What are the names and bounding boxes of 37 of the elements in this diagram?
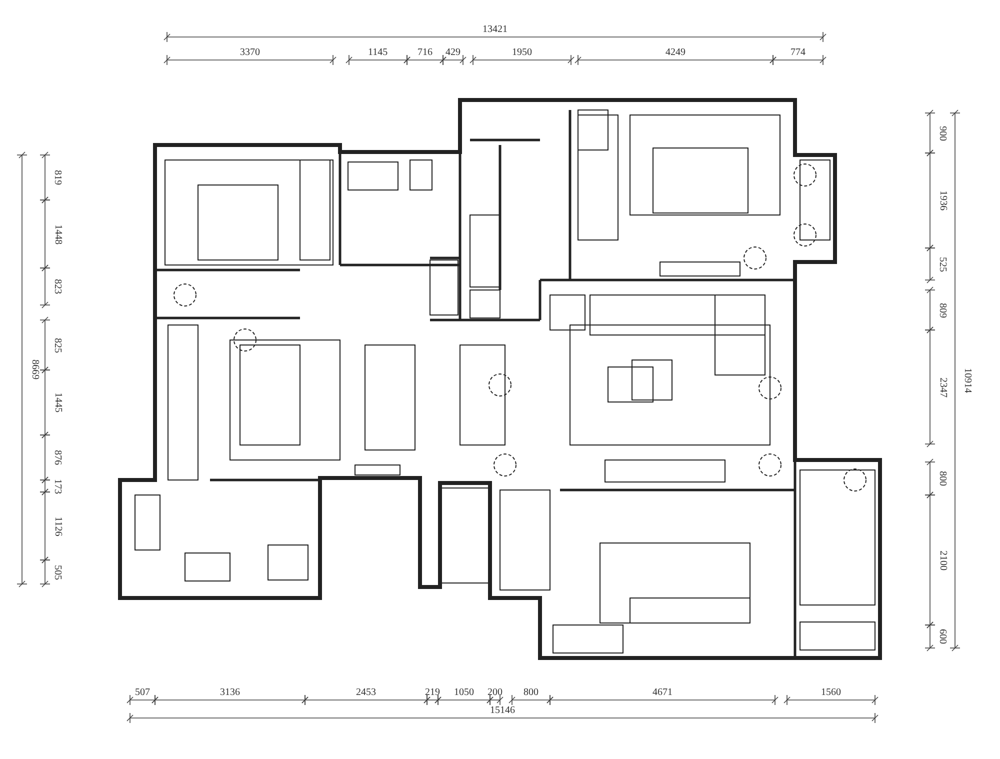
dimension-label: 525 (937, 256, 948, 272)
dimension-label: 4249 (666, 47, 686, 58)
dimension-label: 800 (937, 471, 948, 486)
dimension-label: 1145 (368, 47, 388, 58)
dimension-label: 600 (937, 629, 948, 644)
dimension-label: 2100 (937, 550, 948, 570)
dimension-label: 900 (937, 126, 948, 140)
dimension-label: 825 (52, 338, 63, 352)
dimension-label: 1126 (52, 516, 63, 536)
dimension-label: 809 (937, 302, 948, 318)
dimension-label: 774 (790, 47, 806, 58)
dimension-label: 823 (52, 279, 63, 294)
dimension-label: 507 (135, 687, 150, 698)
dimension-label: 219 (425, 687, 440, 698)
dimension-label: 8669 (29, 360, 40, 380)
dimension-label: 429 (446, 47, 460, 58)
dimension-label: 1560 (821, 687, 841, 698)
dimension-label: 1050 (454, 687, 474, 698)
dimension-label: 3370 (240, 47, 260, 58)
dimension-label: 13421 (482, 24, 508, 35)
dimension-label: 1445 (52, 392, 63, 412)
dimension-label: 10914 (962, 368, 973, 393)
dimension-label: 505 (52, 564, 63, 580)
dimension-label: 1936 (937, 190, 948, 210)
dimension-label: 1448 (52, 224, 63, 244)
dimension-label: 173 (52, 478, 63, 494)
dimension-label: 200 (488, 687, 502, 698)
dimension-label: 15146 (490, 705, 515, 716)
dimension-label: 716 (418, 47, 432, 58)
dimension-label: 2453 (356, 687, 376, 698)
dimension-label: 2347 (937, 377, 948, 397)
dimension-label: 876 (52, 450, 63, 465)
dimension-label: 1950 (512, 47, 532, 58)
dimension-label: 4671 (652, 687, 672, 698)
dimension-label: 3136 (220, 687, 240, 698)
dimension-label: 819 (52, 170, 63, 185)
dimension-label: 800 (524, 687, 538, 698)
